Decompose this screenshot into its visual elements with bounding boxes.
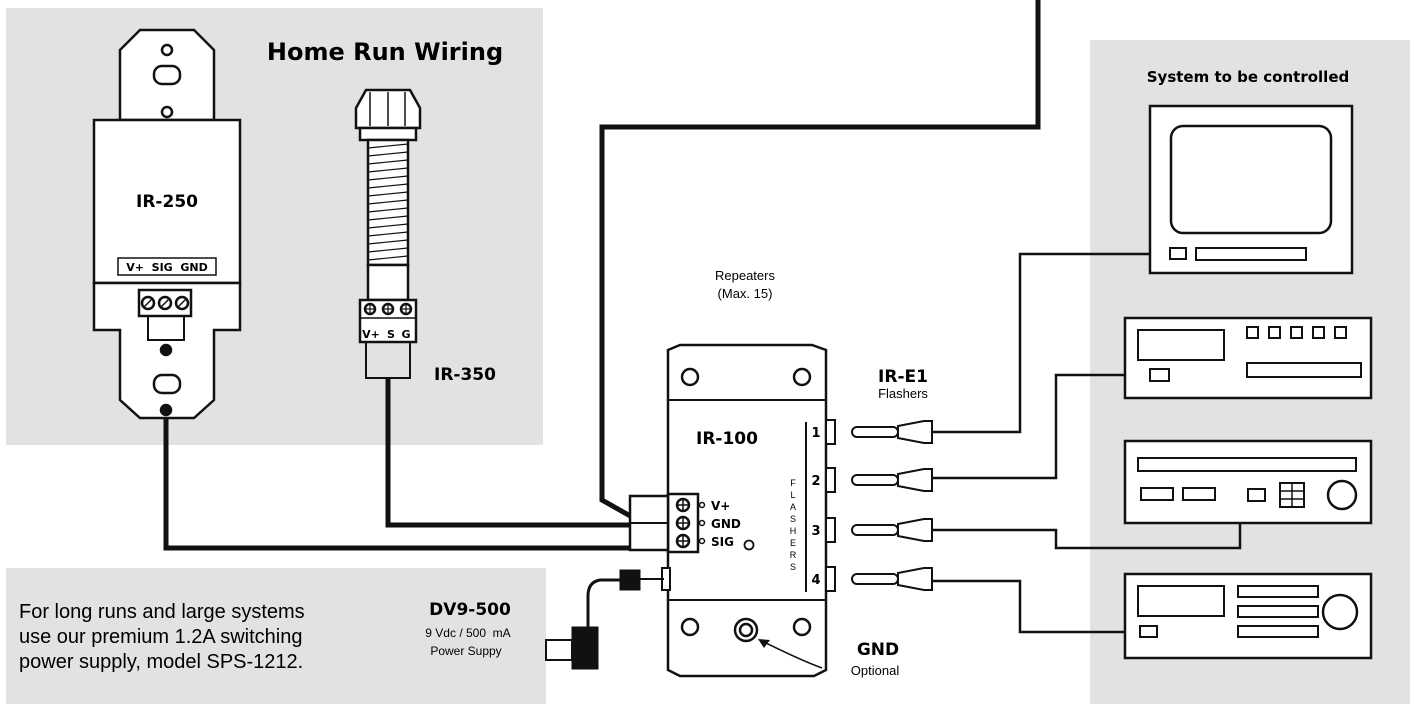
ir350-model: IR-350 [434, 365, 496, 385]
power-note-panel [6, 568, 546, 704]
ir250-slot-bottom [152, 373, 182, 395]
power-supply-spec: 9 Vdc / 500 mA [425, 626, 510, 640]
svg-text:E: E [790, 538, 796, 548]
ir100-jack-1 [825, 419, 836, 445]
ir250-terminal-strip [117, 257, 217, 276]
system-title: System to be controlled [1147, 68, 1349, 86]
ir100-terminal-sig: SIG [711, 535, 734, 549]
flasher-cable-1 [932, 252, 1170, 434]
gnd-title: GND [857, 640, 899, 660]
ir350-label-g: G [401, 328, 410, 341]
ir250-slot-top [152, 64, 182, 86]
ir100-model: IR-100 [696, 429, 758, 449]
gnd-arrowhead [758, 639, 770, 648]
ir350-device [354, 88, 422, 379]
home-run-title: Home Run Wiring [267, 38, 503, 66]
flasher-plug-4 [851, 567, 933, 591]
ir100-terminal-gnd: GND [711, 517, 741, 531]
receiver-device-2 [1123, 572, 1373, 660]
ir350-collar [358, 126, 418, 142]
cable-top-repeater [599, 0, 1041, 520]
ir100-terminal-vplus: V+ [711, 499, 730, 513]
svg-text:F: F [790, 478, 796, 488]
tv-device [1148, 104, 1354, 275]
receiver-device-1 [1123, 316, 1373, 400]
ir100-port-1: 1 [811, 426, 820, 441]
ir250-model: IR-250 [136, 192, 198, 212]
ir250-device [92, 28, 242, 420]
ir250-terminal-label: V+ SIG GND [126, 261, 207, 274]
ir100-jack-4 [825, 566, 836, 592]
ir350-label-s: S [387, 328, 395, 341]
flashers-label: Flashers [878, 386, 928, 401]
flasher-plug-2 [851, 468, 933, 492]
ir100-device [628, 343, 836, 678]
ir250-hole-top [160, 43, 174, 57]
ir100-flashers-vertical: F L A S H E R S [790, 478, 797, 572]
svg-text:R: R [790, 550, 797, 560]
repeaters-line2: (Max. 15) [718, 286, 773, 301]
svg-text:S: S [790, 514, 796, 524]
svg-text:L: L [790, 490, 795, 500]
ir100-port-2: 2 [811, 474, 820, 489]
ir350-label-vplus: V+ [362, 328, 380, 341]
power-supply-label: Power Suppy [430, 644, 501, 658]
ir100-port-4: 4 [811, 573, 820, 588]
svg-text:H: H [790, 526, 797, 536]
ir100-jack-3 [825, 517, 836, 543]
ir250-hole-mid [160, 105, 174, 119]
power-note-line-1: For long runs and large systems [19, 601, 305, 623]
ir350-body [366, 263, 410, 302]
ir100-body [666, 343, 828, 678]
flasher-plug-1 [851, 420, 933, 444]
ir100-jack-2 [825, 467, 836, 493]
gnd-sub: Optional [851, 663, 900, 678]
player-device [1123, 439, 1373, 525]
flasher-cable-2 [932, 373, 1150, 480]
flasher-plug-3 [851, 518, 933, 542]
svg-text:S: S [790, 562, 796, 572]
flashers-model: IR-E1 [878, 367, 928, 387]
power-note-line-2: use our premium 1.2A switching [19, 626, 302, 648]
ir100-port-3: 3 [811, 524, 820, 539]
repeaters-line1: Repeaters [715, 268, 775, 283]
power-supply-model: DV9-500 [429, 600, 511, 620]
svg-text:A: A [790, 502, 796, 512]
ir100-gnd-screw [733, 617, 759, 643]
power-supply-device [545, 569, 664, 670]
power-note-line-3: power supply, model SPS-1212. [19, 651, 303, 673]
flasher-cable-4 [932, 579, 1140, 634]
flasher-plugs [851, 420, 933, 591]
cable-ir350 [385, 378, 632, 528]
